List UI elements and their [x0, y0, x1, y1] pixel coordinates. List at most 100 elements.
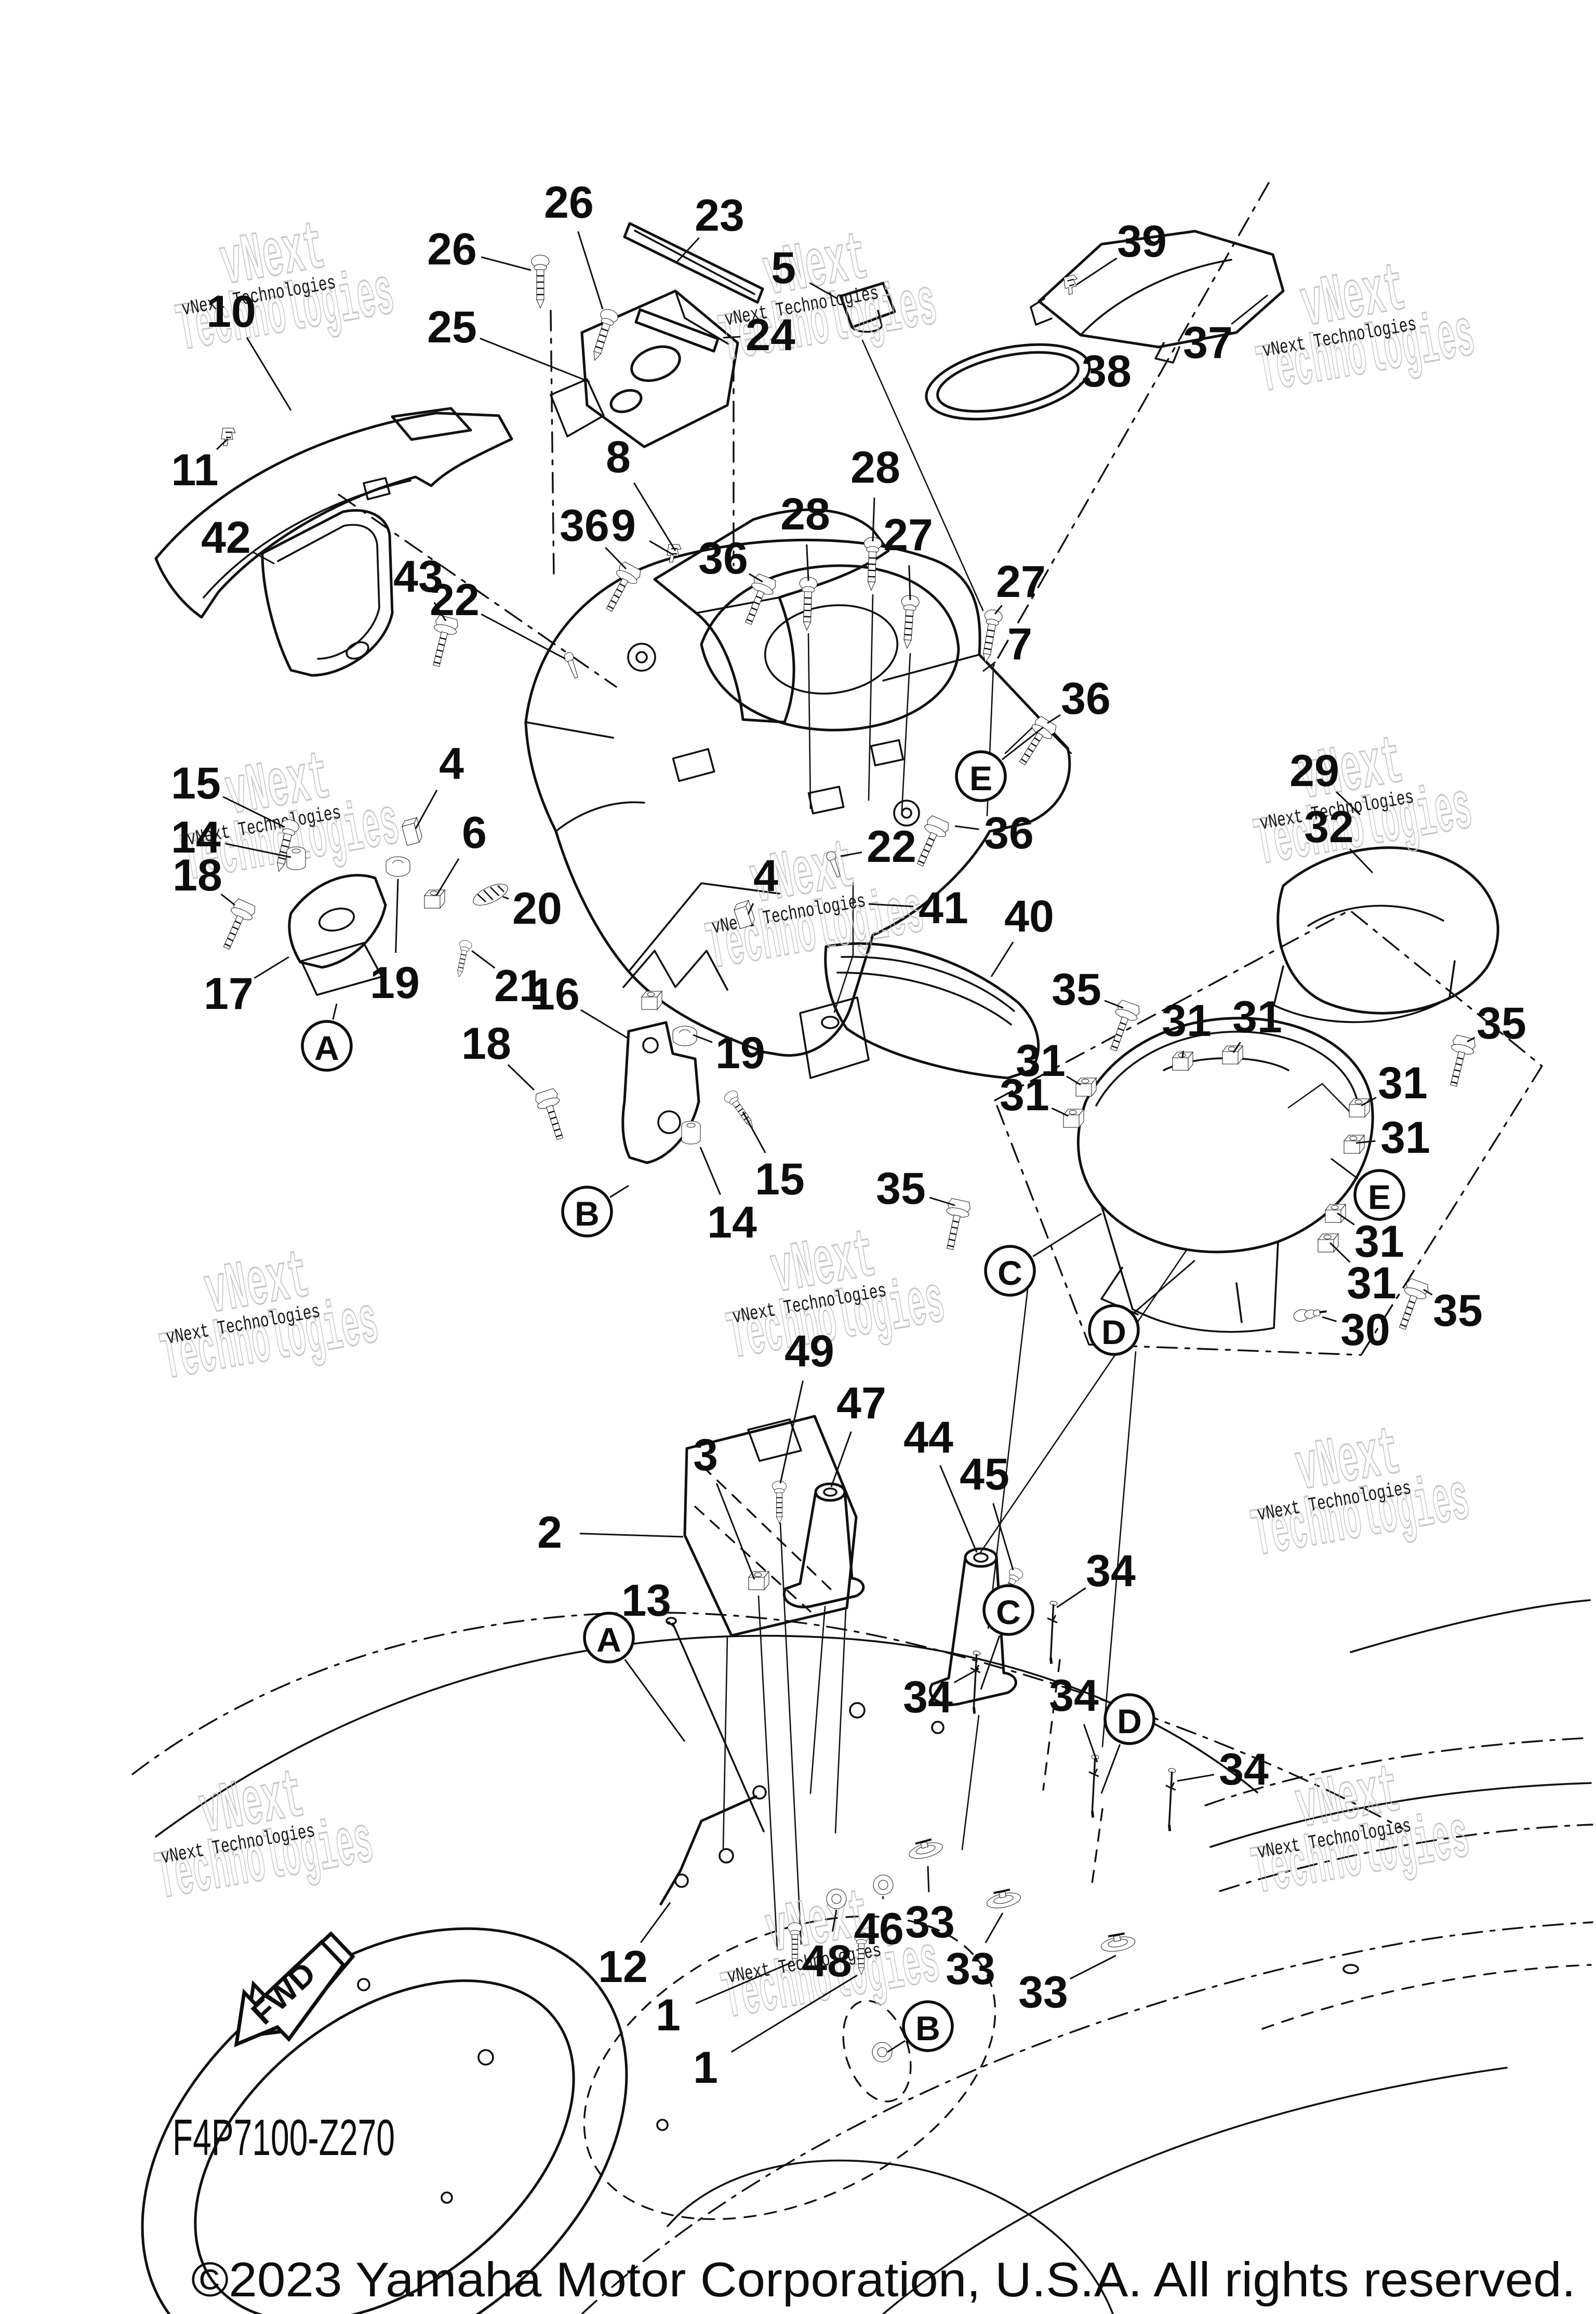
view-callout-d: D	[1088, 1304, 1140, 1356]
watermark-outline-line1: vNext	[761, 1879, 876, 1972]
callout-letter: E	[969, 759, 992, 797]
cleat-icon	[983, 1886, 1023, 1912]
leader-line	[809, 282, 838, 300]
spacer-icon	[286, 846, 306, 870]
flangenut-icon	[385, 856, 410, 877]
leader-line	[252, 551, 275, 565]
part-number-label: 4	[439, 739, 464, 789]
leader-line	[605, 547, 627, 570]
part-number-label: 43	[393, 552, 443, 602]
leader-line	[480, 337, 590, 383]
needle-icon	[1083, 1754, 1102, 1818]
callout-circle	[561, 1186, 613, 1238]
bolt-icon	[1442, 1033, 1478, 1089]
leader-line	[222, 796, 285, 828]
callout-circle	[301, 1020, 353, 1072]
leader-line	[1056, 1587, 1086, 1608]
lineart-rod-12-pin-13	[659, 1617, 767, 1906]
leader-line	[1047, 714, 1061, 724]
watermark-outline-line1: vNext	[1291, 1754, 1406, 1847]
part-number-label: 38	[1082, 347, 1132, 396]
nut-icon	[1349, 1098, 1370, 1118]
part-number-label: 12	[598, 1942, 648, 1992]
nut-icon	[1325, 1204, 1346, 1223]
view-callout-b: B	[561, 1186, 613, 1238]
part-number-label: 5	[771, 243, 796, 293]
leader-line	[1104, 1000, 1124, 1009]
part-number-label: 34	[903, 1672, 953, 1722]
part-number-label: 10	[206, 287, 256, 337]
leader-line	[1079, 378, 1090, 385]
part-number-label: 22	[430, 575, 480, 625]
leader-line	[985, 1912, 1004, 1944]
part-number-label: 39	[1117, 217, 1167, 267]
nut-icon	[641, 991, 662, 1010]
part-number-label: 46	[854, 1904, 904, 1954]
leader-line	[747, 903, 754, 915]
watermark-outline-line1: vNext	[200, 1240, 315, 1333]
part-number-label: 21	[494, 961, 544, 1011]
leader-line	[640, 1902, 671, 1944]
part-number-label: 34	[1049, 1671, 1099, 1721]
cleat-icon	[1098, 1931, 1137, 1955]
part-number-label: 4	[753, 851, 778, 901]
part-number-label: 36	[984, 808, 1034, 858]
part-number-label: 26	[544, 178, 594, 228]
leader-line	[887, 2040, 906, 2053]
leader-line	[225, 843, 291, 858]
view-callout-b: B	[902, 2000, 954, 2052]
bolt-icon	[938, 1197, 973, 1252]
part-number-label: 44	[903, 1413, 953, 1462]
bolt-icon	[533, 1087, 572, 1143]
part-number-label: 17	[204, 969, 254, 1019]
callout-letter: E	[1368, 1178, 1391, 1216]
part-number-label: 33	[1018, 1967, 1068, 2017]
callout-letter: A	[596, 1620, 621, 1659]
watermark-outline-line1: vNext	[216, 211, 331, 304]
leader-line	[1335, 791, 1361, 816]
leader-line	[1355, 1140, 1376, 1144]
part-number-label: 48	[802, 1936, 852, 1986]
callout-circle	[1088, 1304, 1140, 1356]
part-number-label: 45	[960, 1449, 1009, 1499]
part-number-label: 31	[1378, 1058, 1428, 1108]
grommet-icon	[872, 2042, 893, 2063]
leader-line	[779, 1380, 804, 1484]
leader-line	[1322, 1316, 1337, 1322]
leader-line	[433, 602, 447, 621]
part-number-label: 31	[1380, 1113, 1430, 1163]
lineart-top-left-trim	[154, 407, 513, 619]
callout-letter: C	[996, 1593, 1021, 1631]
spacer-icon	[681, 1121, 701, 1145]
leader-line	[332, 1003, 338, 1020]
lineart-mirror-bezel-42	[261, 509, 394, 677]
leader-line	[980, 1635, 1001, 1690]
screw-icon	[530, 254, 550, 309]
leader-line	[990, 941, 1014, 977]
watermark-outline-line1: vNext	[759, 221, 874, 314]
part-number-label: 35	[1433, 1286, 1483, 1336]
leader-line	[633, 482, 676, 551]
part-number-label: 36	[560, 501, 609, 551]
part-number-label: 35	[1477, 999, 1526, 1048]
leader-line	[481, 256, 531, 271]
watermark-outline-line1: vNext	[221, 741, 336, 834]
leader-line	[927, 1866, 930, 1893]
leader-line	[954, 825, 979, 830]
drawing-part-code: F4P7100-Z270	[172, 2109, 395, 2166]
callout-letter: B	[575, 1194, 600, 1233]
part-number-label: 23	[695, 191, 744, 241]
part-number-label: 32	[1304, 802, 1354, 852]
nut-icon	[1075, 1078, 1097, 1097]
leader-line	[675, 237, 700, 263]
leader-line	[577, 231, 604, 310]
screw-icon	[797, 576, 818, 631]
callout-circle	[955, 750, 1007, 802]
part-number-label: 14	[707, 1198, 757, 1247]
part-number-label: 18	[172, 850, 222, 900]
